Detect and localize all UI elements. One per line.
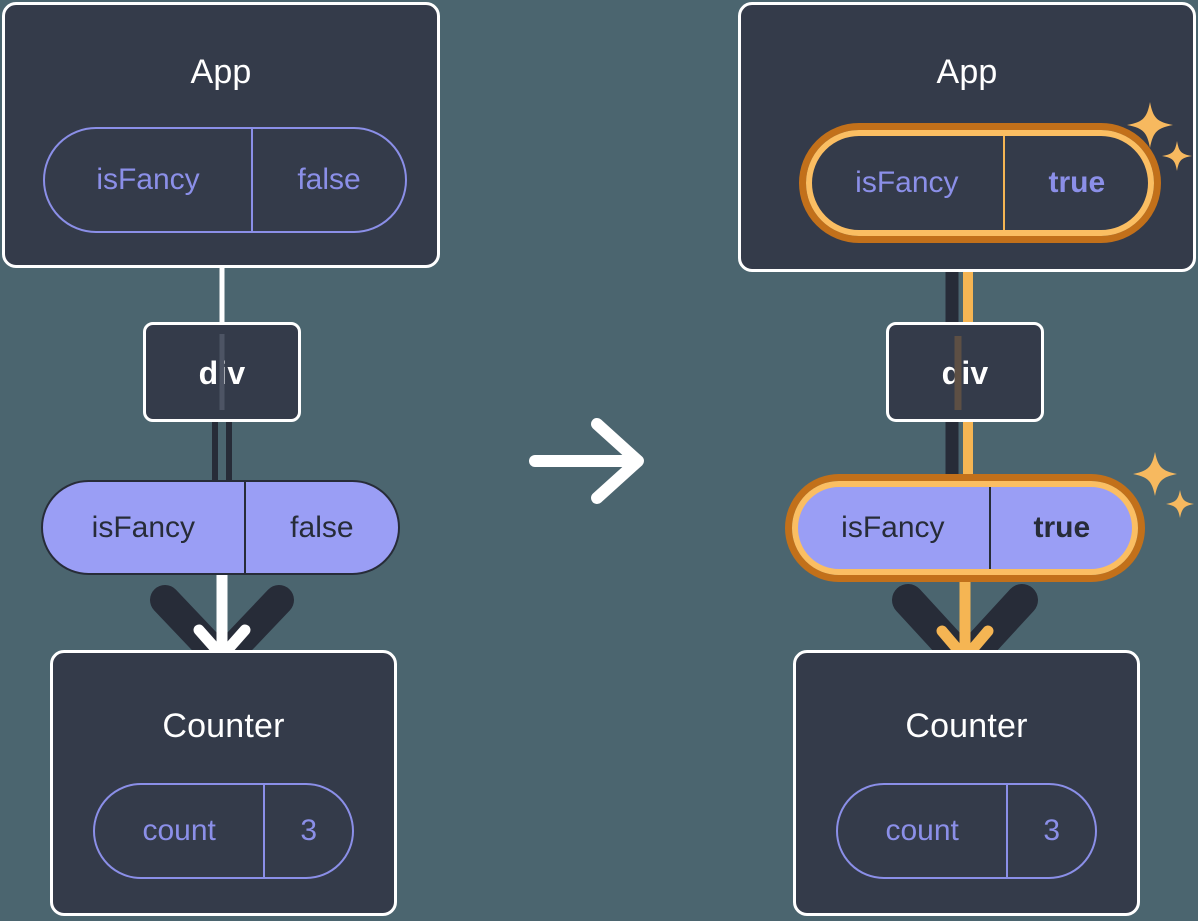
right-prop-key: isFancy	[797, 486, 991, 570]
left-app-card[interactable]: App isFancy false	[2, 2, 440, 268]
left-app-title: App	[190, 53, 252, 91]
right-div-label: div	[941, 355, 989, 391]
sparkle-large-icon	[1127, 102, 1173, 148]
left-counter-state-value: 3	[300, 814, 318, 847]
left-prop-key: isFancy	[43, 482, 246, 573]
right-app-state-key: isFancy	[811, 135, 1005, 231]
left-app-state-value: false	[297, 163, 361, 196]
right-app-state-pill[interactable]: isFancy true	[809, 133, 1151, 233]
sparkle-small-icon	[1166, 490, 1194, 518]
right-app-state-value: true	[1048, 166, 1106, 199]
right-app-title: App	[936, 53, 998, 91]
right-app-sparkles	[1127, 102, 1192, 171]
left-div-card[interactable]: div	[143, 322, 301, 422]
right-counter-title: Counter	[905, 707, 1028, 745]
left-counter-state-key: count	[95, 785, 266, 877]
left-div-label: div	[198, 355, 246, 391]
left-counter-state-pill[interactable]: count 3	[93, 783, 354, 879]
right-prop-value: true	[1033, 511, 1091, 544]
right-div-card[interactable]: div	[886, 322, 1044, 422]
right-counter-state-value: 3	[1043, 814, 1061, 847]
right-counter-card[interactable]: Counter count 3	[793, 650, 1140, 916]
sparkle-large-icon	[1133, 452, 1177, 496]
right-app-card[interactable]: App isFancy true	[738, 2, 1196, 272]
left-app-state-key: isFancy	[45, 129, 253, 231]
right-counter-state-pill[interactable]: count 3	[836, 783, 1097, 879]
right-counter-state-key: count	[838, 785, 1009, 877]
left-counter-title: Counter	[162, 707, 285, 745]
right-prop-pill[interactable]: isFancy true	[795, 484, 1135, 572]
left-counter-card[interactable]: Counter count 3	[50, 650, 397, 916]
left-app-state-pill[interactable]: isFancy false	[43, 127, 407, 233]
left-prop-value: false	[290, 510, 354, 544]
left-prop-pill[interactable]: isFancy false	[41, 480, 400, 575]
sparkle-small-icon	[1162, 141, 1192, 171]
right-prop-sparkles	[1133, 452, 1194, 518]
